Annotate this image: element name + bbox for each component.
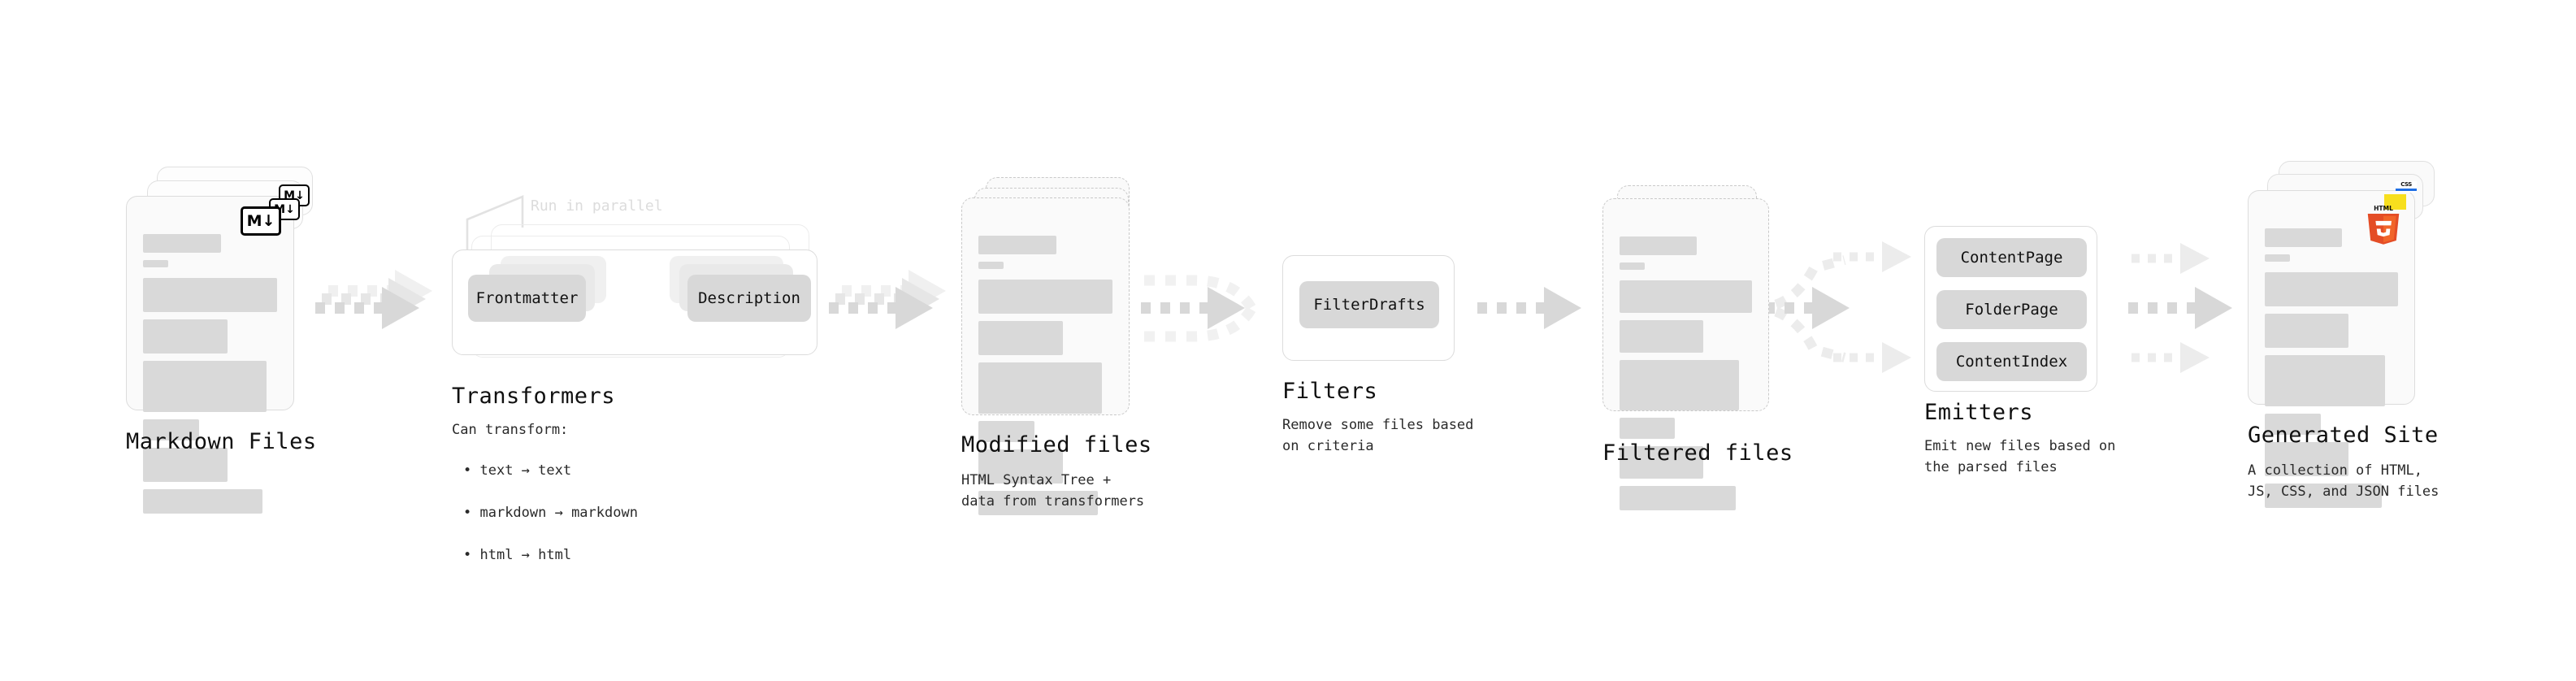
modified-doc-content — [978, 236, 1112, 523]
filtered-doc-front — [1602, 198, 1769, 510]
filtered-files-stack — [1602, 185, 1789, 510]
emitters-title: Emitters — [1924, 400, 2034, 425]
transformer-chip-frontmatter-label: Frontmatter — [475, 289, 579, 307]
emitter-chip-contentindex[interactable]: ContentIndex — [1936, 342, 2087, 381]
markdown-icon: M↓ — [241, 206, 281, 236]
run-in-parallel-label: Run in parallel — [531, 197, 663, 215]
transformers-group: Frontmatter Description — [452, 224, 817, 366]
emitter-chip-folderpage-label: FolderPage — [1965, 301, 2058, 319]
emitter-chip-folderpage[interactable]: FolderPage — [1936, 290, 2087, 329]
filters-subtitle: Remove some files based on criteria — [1282, 417, 1474, 454]
connector-modified-to-filters — [1141, 275, 1256, 342]
transformers-bullet-1-label: markdown → markdown — [479, 505, 638, 521]
filters-box: FilterDrafts — [1282, 255, 1455, 361]
css-icon-label: CSS — [2400, 181, 2412, 188]
emitter-chip-contentpage-label: ContentPage — [1960, 249, 2063, 267]
modified-files-subtitle: HTML Syntax Tree + data from transformer… — [961, 472, 1145, 510]
transformers-bullet-list: • text → text • markdown → markdown • ht… — [463, 439, 638, 587]
transformer-chip-description-label: Description — [698, 289, 800, 307]
transformers-bullet-0: • text → text — [463, 462, 572, 479]
html5-icon-wordmark: HTML — [2374, 205, 2393, 212]
modified-doc-front — [961, 197, 1130, 515]
transformer-chip-frontmatter[interactable]: Frontmatter — [468, 275, 586, 322]
emitter-chip-contentpage[interactable]: ContentPage — [1936, 238, 2087, 277]
generated-site-stack: CSS HTML — [2248, 161, 2443, 508]
modified-files-stack — [961, 177, 1148, 515]
markdown-doc-content — [143, 234, 277, 521]
site-doc-content — [2265, 228, 2398, 515]
connector-md-to-transformers — [315, 270, 432, 329]
markdown-files-title: Markdown Files — [126, 429, 317, 454]
css-icon: CSS — [2396, 181, 2417, 193]
markdown-files-stack: M↓ M↓ M↓ — [126, 167, 321, 514]
transformers-title: Transformers — [452, 384, 616, 409]
emitters-box: ContentPage FolderPage ContentIndex — [1924, 226, 2097, 392]
emitters-subtitle: Emit new files based on the parsed files — [1924, 438, 2116, 475]
transformers-bullet-2-label: html → html — [479, 547, 572, 563]
html5-icon: HTML — [2366, 203, 2401, 245]
connector-transformers-to-modified — [829, 270, 946, 329]
filtered-files-title: Filtered files — [1602, 440, 1793, 466]
js-icon — [2384, 194, 2406, 210]
transformers-bullet-1: • markdown → markdown — [463, 505, 638, 521]
html5-shield-svg: HTML — [2367, 205, 2400, 245]
filter-chip-filterdrafts-label: FilterDrafts — [1313, 296, 1425, 314]
modified-files-title: Modified files — [961, 432, 1152, 458]
transformers-subtitle: Can transform: — [452, 422, 569, 438]
transformers-bullet-0-label: text → text — [479, 462, 572, 479]
connector-emitters-to-site — [2128, 243, 2232, 373]
emitter-chip-contentindex-label: ContentIndex — [1955, 353, 2068, 371]
connector-filters-to-filtered — [1477, 287, 1581, 329]
generated-site-title: Generated Site — [2248, 423, 2439, 448]
transformers-bullet-2: • html → html — [463, 547, 572, 563]
generated-site-subtitle: A collection of HTML, JS, CSS, and JSON … — [2248, 462, 2439, 500]
filters-title: Filters — [1282, 379, 1378, 404]
filter-chip-filterdrafts[interactable]: FilterDrafts — [1299, 281, 1439, 328]
css-icon-underline — [2396, 189, 2417, 191]
filtered-doc-content — [1620, 236, 1752, 518]
transformer-chip-description[interactable]: Description — [687, 275, 811, 322]
